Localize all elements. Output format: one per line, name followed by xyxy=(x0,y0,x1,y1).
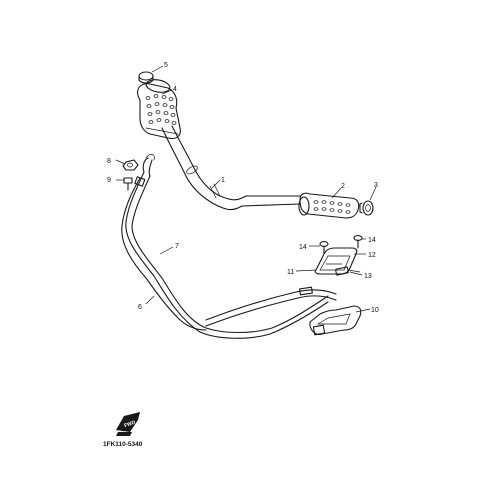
callout-2: 2 xyxy=(341,183,345,190)
callout-6: 6 xyxy=(138,304,142,311)
diagram-code: 1FK110-5340 xyxy=(103,441,143,448)
cable-adjuster xyxy=(335,266,361,276)
callout-9: 9 xyxy=(107,177,111,184)
callout-4: 4 xyxy=(173,86,177,93)
screw-right xyxy=(353,235,363,249)
callout-8: 8 xyxy=(107,158,111,165)
callout-10: 10 xyxy=(371,307,379,314)
callout-3: 3 xyxy=(374,182,378,189)
right-grip xyxy=(298,192,360,219)
screw-left xyxy=(319,241,329,255)
leader-lines xyxy=(115,65,377,313)
callout-1: 1 xyxy=(221,177,225,184)
left-bar-end-cap xyxy=(138,71,154,84)
callout-14-left: 14 xyxy=(299,244,307,251)
callout-11: 11 xyxy=(287,269,294,276)
left-grip xyxy=(137,79,181,140)
callout-7: 7 xyxy=(175,243,179,250)
callout-12: 12 xyxy=(368,252,376,259)
right-bar-end-cap xyxy=(359,200,374,216)
fwd-logo-text: FWD xyxy=(124,419,137,429)
callout-14-right: 14 xyxy=(368,237,376,244)
handlebar xyxy=(161,125,301,211)
throttle-housing xyxy=(309,305,362,336)
cable-nut xyxy=(122,159,139,171)
cable-bolt xyxy=(123,177,133,191)
callout-13: 13 xyxy=(364,273,372,280)
fwd-logo: FWD xyxy=(116,412,140,436)
callout-5: 5 xyxy=(164,62,168,69)
throttle-cable-upper xyxy=(121,176,337,331)
throttle-cable-lower xyxy=(125,154,329,339)
